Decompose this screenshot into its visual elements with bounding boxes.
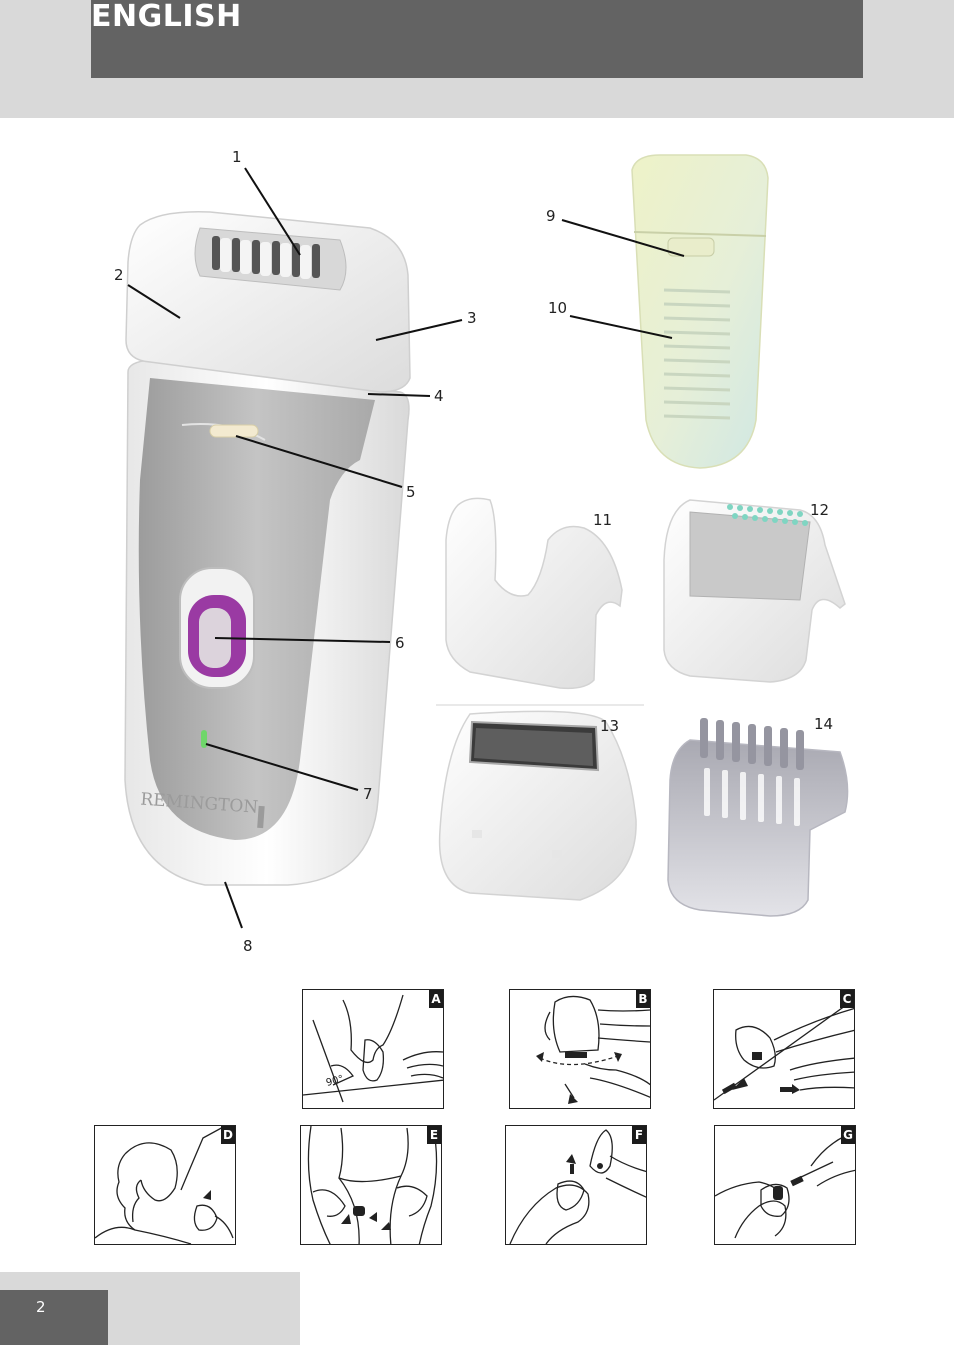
callout-1: 1 xyxy=(232,148,242,166)
callout-13: 13 xyxy=(600,717,620,735)
panel-letter-a: A xyxy=(429,990,443,1008)
illustration-panel-e: E xyxy=(300,1125,442,1245)
callout-10: 10 xyxy=(548,299,568,317)
trimmer-comb xyxy=(667,718,849,917)
illustration-panel-d: D xyxy=(94,1125,236,1245)
callout-9: 9 xyxy=(546,207,556,225)
callout-3: 3 xyxy=(467,309,477,327)
panel-letter-d: D xyxy=(221,1126,235,1144)
illustration-panel-g: G xyxy=(714,1125,856,1245)
panel-letter-g: G xyxy=(841,1126,855,1144)
illustration-panel-f: F xyxy=(505,1125,647,1245)
callout-14: 14 xyxy=(814,715,834,733)
panel-letter-e: E xyxy=(427,1126,441,1144)
callout-11: 11 xyxy=(593,511,613,529)
epilating-head xyxy=(125,211,411,393)
page-title: ENGLISH xyxy=(91,0,242,34)
angle-label: 90° xyxy=(325,1074,345,1089)
panel-letter-c: C xyxy=(840,990,854,1008)
callout-8: 8 xyxy=(243,937,253,955)
shaver-head xyxy=(436,704,644,901)
epilator-body: REMINGTON xyxy=(124,359,410,886)
storage-pouch xyxy=(631,154,769,469)
callout-6: 6 xyxy=(395,634,405,652)
indicator-light xyxy=(201,730,207,748)
product-diagram: REMINGTON xyxy=(124,154,849,929)
illustration-panel-a: 90° A xyxy=(302,989,444,1109)
header-bar: ENGLISH xyxy=(91,0,863,78)
panel-letter-b: B xyxy=(636,990,650,1008)
sensitive-cap xyxy=(445,497,623,690)
leader-lines xyxy=(127,167,685,929)
callout-12: 12 xyxy=(810,501,830,519)
callout-2: 2 xyxy=(114,266,124,284)
page-number-box: 2 xyxy=(0,1290,108,1345)
illustration-panel-b: B xyxy=(509,989,651,1109)
panel-letter-f: F xyxy=(632,1126,646,1144)
callout-4: 4 xyxy=(434,387,444,405)
page-number: 2 xyxy=(36,1298,46,1316)
massage-cap xyxy=(663,499,846,683)
callout-7: 7 xyxy=(363,785,373,803)
illustration-panel-c: C xyxy=(713,989,855,1109)
callout-5: 5 xyxy=(406,483,416,501)
